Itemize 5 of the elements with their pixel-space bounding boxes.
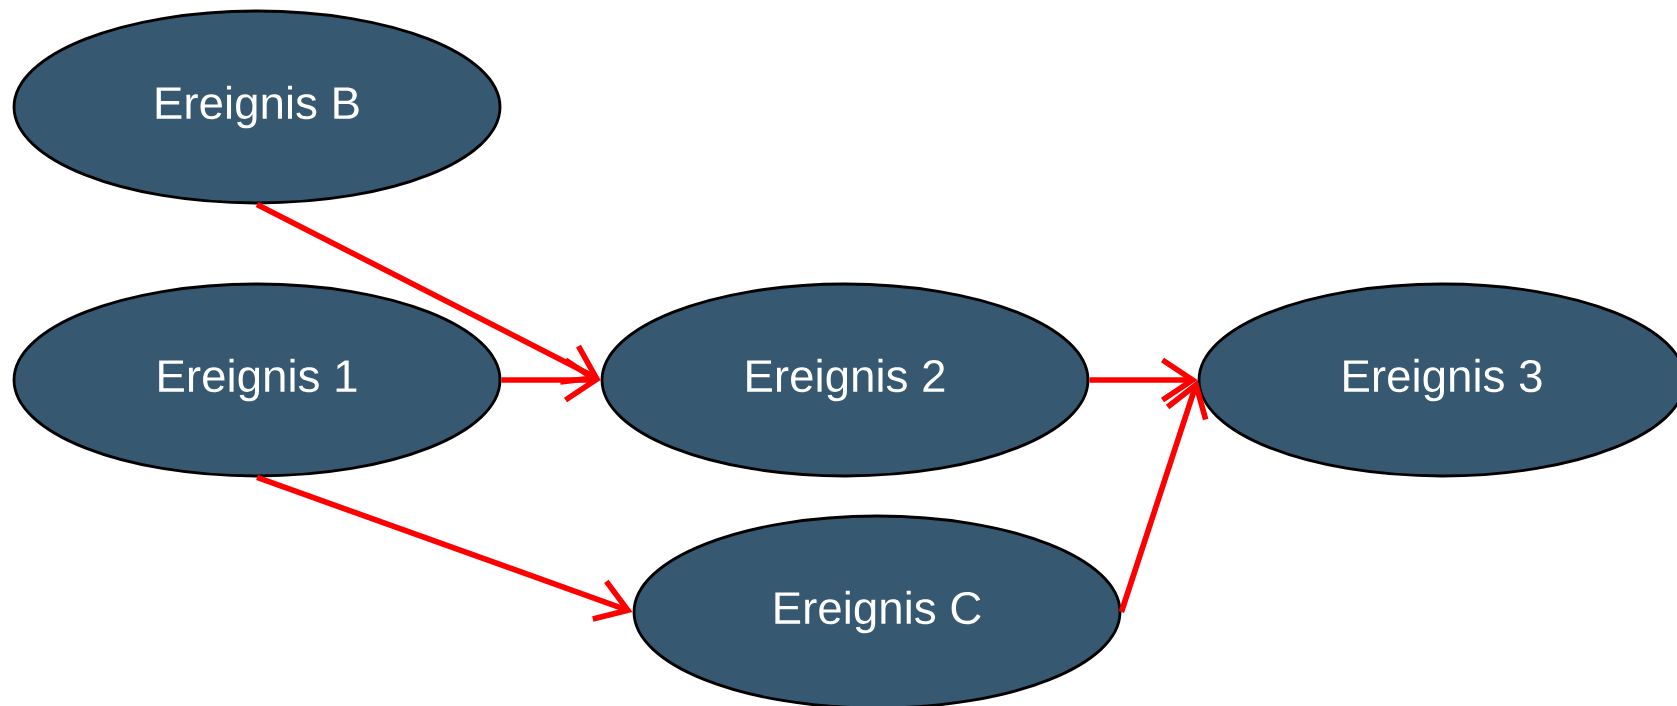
- arrow: [256, 474, 633, 622]
- arrow: [501, 357, 601, 403]
- arrow: [1118, 380, 1209, 613]
- arrow: [1089, 357, 1198, 403]
- arrow: [255, 201, 601, 385]
